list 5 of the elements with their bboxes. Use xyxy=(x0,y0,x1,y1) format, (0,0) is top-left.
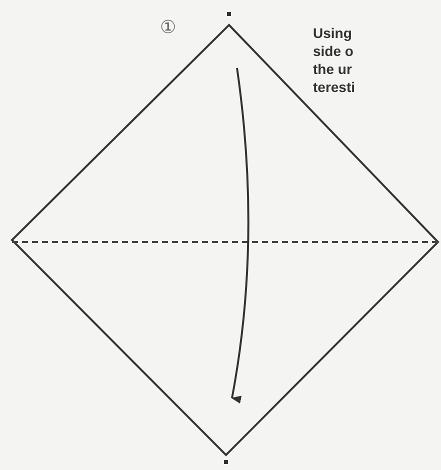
instruction-text: teresti xyxy=(313,78,356,96)
step-number: ① xyxy=(160,18,176,36)
instruction-text: the ur xyxy=(313,60,352,78)
instruction-text: side o xyxy=(313,42,354,60)
instruction-text: Using xyxy=(313,24,352,42)
